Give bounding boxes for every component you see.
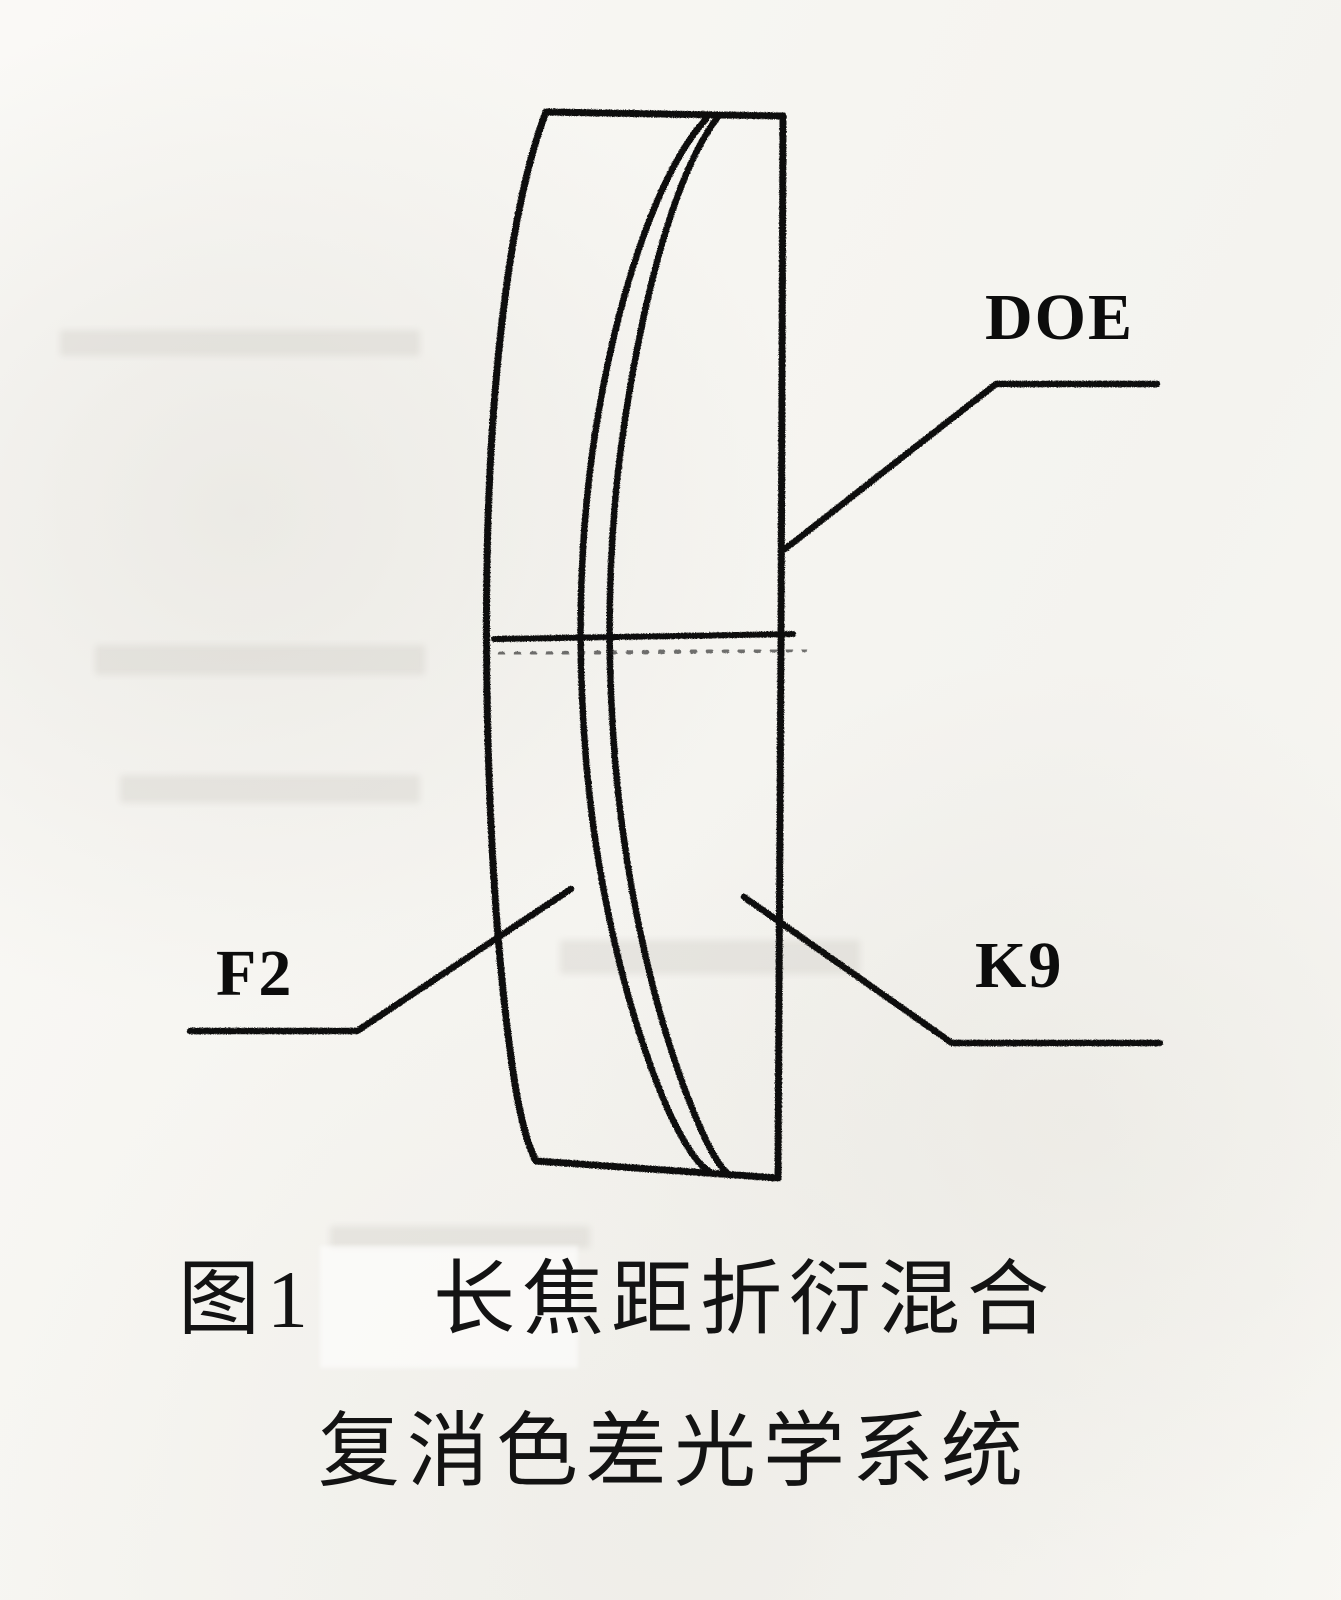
lens-inner-surface-1 [577, 115, 714, 1176]
lens-right-surface [774, 112, 787, 1182]
figure-caption-line-1: 图1 长焦距折衍混合 [178, 1232, 1056, 1351]
optical-axis-line [491, 631, 796, 642]
figure-caption-line-2: 复消色差光学系统 [318, 1404, 1031, 1499]
figure-number: 图1 [178, 1254, 316, 1345]
lens-inner-surface-2 [606, 114, 730, 1176]
doe-leader-line [781, 380, 1161, 553]
k9-leader-line [740, 893, 1164, 1047]
lens-bottom-edge [532, 1157, 782, 1182]
lens-top-edge [542, 108, 787, 120]
f2-label: F2 [216, 937, 294, 1010]
optical-axis-ghost [497, 647, 808, 657]
figure-caption-title-line-1: 长焦距折衍混合 [433, 1252, 1057, 1347]
doe-label: DOE [985, 281, 1135, 354]
k9-label: K9 [975, 929, 1064, 1002]
f2-leader-line [186, 885, 575, 1035]
lens-left-surface [483, 108, 550, 1165]
